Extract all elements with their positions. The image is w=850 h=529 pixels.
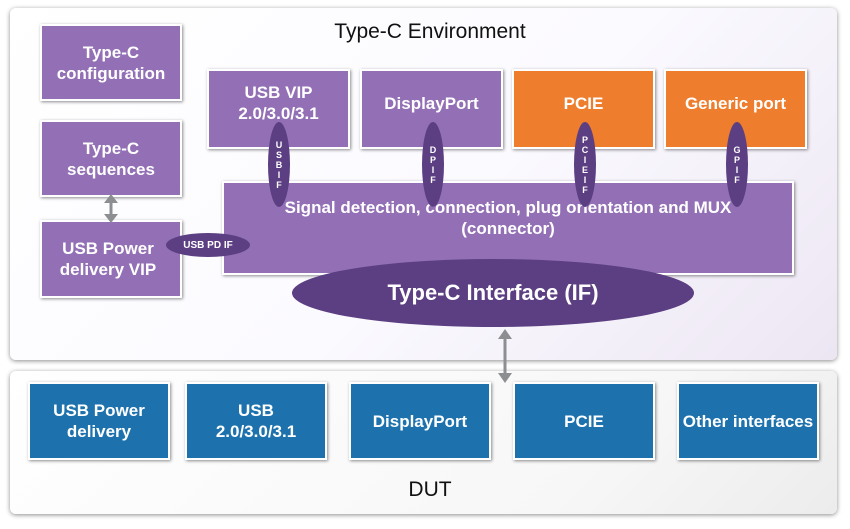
gpif-interface-pill: G P I F [726, 122, 748, 207]
dpif-interface-pill: D P I F [422, 122, 444, 207]
signal-detection-mux-box: Signal detection, connection, plug orien… [222, 181, 794, 275]
gpif-label: G P I F [733, 144, 741, 185]
type-c-sequences-box: Type-C sequences [40, 120, 182, 197]
signal-detection-label: Signal detection, connection, plug orien… [284, 198, 732, 217]
pcieif-interface-pill: P C I E I F [574, 122, 596, 207]
dut-usb-label: USB [238, 401, 274, 420]
usb-vip-versions-label: 2.0/3.0/3.1 [238, 104, 319, 123]
dut-title: DUT [408, 478, 452, 501]
usbif-interface-pill: U S B I F [268, 122, 290, 207]
type-c-configuration-box: Type-C configuration [40, 24, 182, 101]
dpif-label: D P I F [429, 144, 437, 185]
dut-usb-box: USB 2.0/3.0/3.1 [185, 382, 327, 460]
pcieif-label: P C I E I F [581, 134, 589, 195]
dut-pcie-box: PCIE [513, 382, 655, 460]
connector-label: (connector) [461, 219, 555, 238]
usb-pd-if-pill: USB PD IF [166, 233, 250, 257]
environment-title: Type-C Environment [334, 20, 526, 43]
type-c-interface-ellipse: Type-C Interface (IF) [292, 259, 694, 327]
dut-usb-power-delivery-box: USB Power delivery [28, 382, 170, 460]
dut-other-interfaces-box: Other interfaces [677, 382, 819, 460]
usb-vip-label: USB VIP [244, 83, 313, 102]
dut-usb-versions-label: 2.0/3.0/3.1 [215, 422, 297, 441]
usbif-label: U S B I F [275, 139, 283, 190]
dut-displayport-box: DisplayPort [349, 382, 491, 460]
